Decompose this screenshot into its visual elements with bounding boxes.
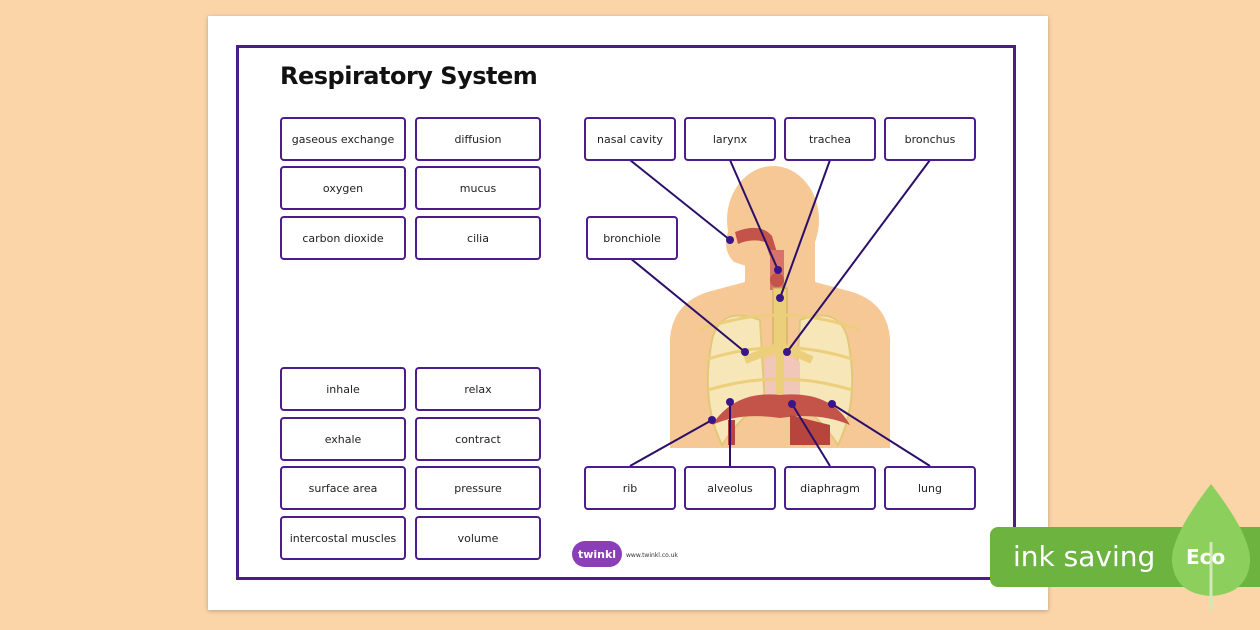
word-card[interactable]: surface area <box>280 466 406 510</box>
page-title: Respiratory System <box>280 62 538 90</box>
label-trachea[interactable]: trachea <box>784 117 876 161</box>
ink-saving-text: ink saving <box>1013 540 1156 573</box>
worksheet-border <box>236 45 1016 580</box>
worksheet-page <box>208 16 1048 610</box>
word-card[interactable]: pressure <box>415 466 541 510</box>
word-card[interactable]: diffusion <box>415 117 541 161</box>
label-alveolus[interactable]: alveolus <box>684 466 776 510</box>
word-card[interactable]: relax <box>415 367 541 411</box>
word-card[interactable]: contract <box>415 417 541 461</box>
word-card[interactable]: carbon dioxide <box>280 216 406 260</box>
word-card[interactable]: cilia <box>415 216 541 260</box>
word-card[interactable]: volume <box>415 516 541 560</box>
word-card[interactable]: oxygen <box>280 166 406 210</box>
label-larynx[interactable]: larynx <box>684 117 776 161</box>
word-card[interactable]: intercostal muscles <box>280 516 406 560</box>
leader-lines <box>629 159 931 467</box>
label-diaphragm[interactable]: diaphragm <box>784 466 876 510</box>
eco-leaf-icon <box>1171 484 1251 610</box>
label-lung[interactable]: lung <box>884 466 976 510</box>
word-card[interactable]: gaseous exchange <box>280 117 406 161</box>
footer-url: www.twinkl.co.uk <box>626 552 678 559</box>
label-bronchiole[interactable]: bronchiole <box>586 216 678 260</box>
word-card[interactable]: inhale <box>280 367 406 411</box>
twinkl-logo: twinkl <box>572 541 622 567</box>
eco-label: Eco <box>1186 545 1226 569</box>
word-card[interactable]: mucus <box>415 166 541 210</box>
leader-dots <box>708 236 836 424</box>
label-nasal-cavity[interactable]: nasal cavity <box>584 117 676 161</box>
word-card[interactable]: exhale <box>280 417 406 461</box>
label-rib[interactable]: rib <box>584 466 676 510</box>
label-bronchus[interactable]: bronchus <box>884 117 976 161</box>
